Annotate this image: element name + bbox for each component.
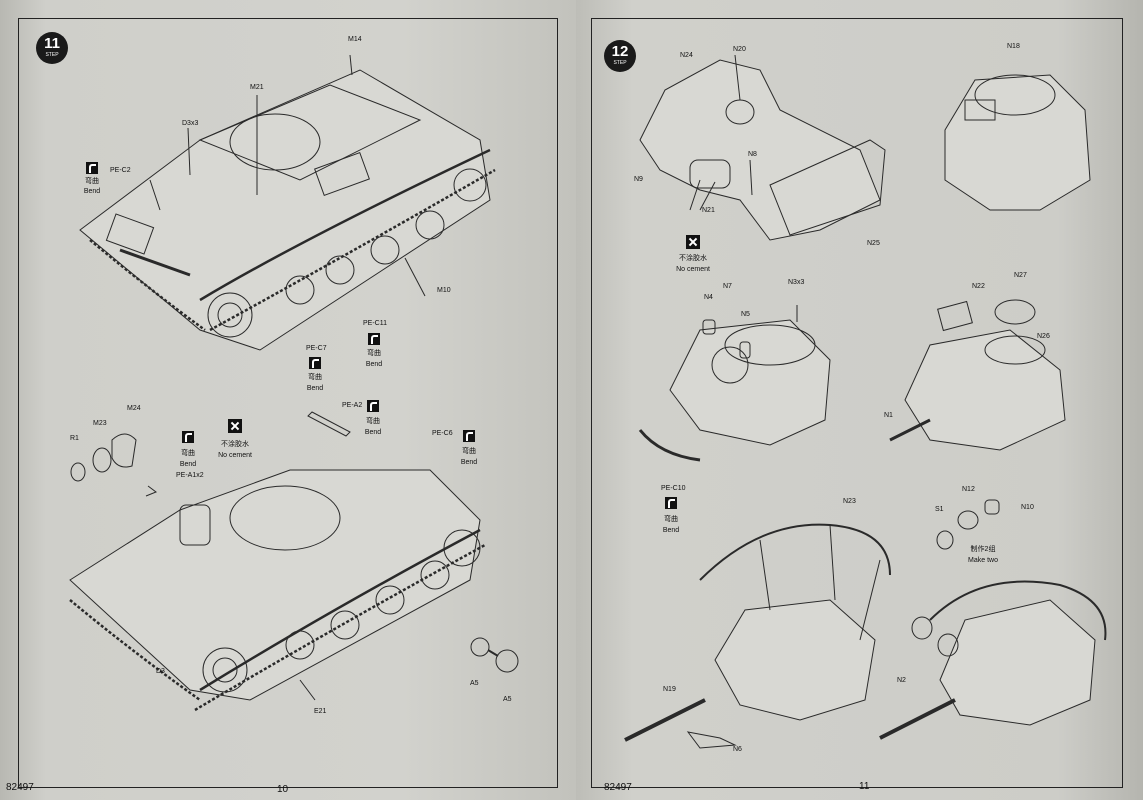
part-label-d3x3: D3x3 [182,120,199,127]
turret-antenna-rail-drawing [624,523,891,749]
bend-en: Bend [364,429,382,436]
part-label-n19: N19 [663,686,676,693]
part-label-n22: N22 [972,283,985,290]
no-cement-icon [228,419,242,433]
no-cement-en: No cement [676,266,710,273]
page-frame-right [591,18,1123,788]
part-label-pea2: PE-A2 [342,402,363,409]
part-label-pec7: PE-C7 [306,345,327,352]
turret-assembled-drawing-1 [944,74,1091,211]
part-label-pea1x2: PE-A1x2 [176,472,204,479]
tank-lower-drawing [69,411,519,712]
part-label-n23: N23 [843,498,856,505]
bend-cn: 弯曲 [366,418,380,425]
tank-upper-drawing [79,54,496,351]
bend-en: Bend [460,459,478,466]
part-label-n20: N20 [733,46,746,53]
bend-cn: 弯曲 [181,450,195,457]
bend-cn: 弯曲 [367,350,381,357]
part-label-pec2: PE-C2 [110,167,131,174]
no-cement-en: No cement [218,452,252,459]
bend-icon [367,400,379,412]
part-label-d3: D3 [156,668,165,675]
bend-cn: 弯曲 [664,516,678,523]
part-label-n24: N24 [680,52,693,59]
bend-cn: 弯曲 [462,448,476,455]
no-cement-icon [686,235,700,249]
part-label-a5: A5 [470,680,479,687]
bend-en: Bend [179,461,197,468]
part-label-n6: N6 [733,746,742,753]
product-code-left: 82497 [6,782,34,793]
part-label-r1: R1 [70,435,79,442]
part-label-m23: M23 [93,420,107,427]
part-label-n21: N21 [702,207,715,214]
part-label-n2: N2 [897,677,906,684]
bend-en: Bend [662,527,680,534]
turret-assembled-drawing-3 [889,299,1066,451]
part-label-n1: N1 [884,412,893,419]
part-label-n4: N4 [704,294,713,301]
no-cement-cn: 不涂胶水 [221,441,249,448]
part-label-m14: M14 [348,36,362,43]
part-label-e21: E21 [314,708,327,715]
bend-en: Bend [365,361,383,368]
no-cement-cn: 不涂胶水 [679,255,707,262]
part-label-n3x3: N3x3 [788,279,805,286]
turret-final-drawing [879,499,1107,740]
part-label-n8: N8 [748,151,757,158]
part-label-m21: M21 [250,84,264,91]
part-label-n12: N12 [962,486,975,493]
part-label-pec6: PE-C6 [432,430,453,437]
part-label-pec11: PE-C11 [363,320,387,327]
bend-icon [463,430,475,442]
part-label-n27: N27 [1014,272,1027,279]
part-label-m10: M10 [437,287,451,294]
part-label-n18: N18 [1007,43,1020,50]
page-number-right: 11 [859,781,870,792]
make-two-en: Make two [968,557,998,564]
page-number-left: 10 [277,784,289,795]
part-label-a5: A5 [503,696,512,703]
bend-icon [182,431,194,443]
part-label-pec10: PE-C10 [661,485,686,492]
bend-cn: 弯曲 [308,374,322,381]
page-frame-left [18,18,558,788]
bend-en: Bend [83,188,101,195]
part-label-n5: N5 [741,311,750,318]
turret-assembled-drawing-2 [638,305,831,462]
turret-shell-drawing [639,54,886,241]
part-label-n26: N26 [1037,333,1050,340]
part-label-n10: N10 [1021,504,1034,511]
bend-en: Bend [306,385,324,392]
part-label-n9: N9 [634,176,643,183]
bend-cn: 弯曲 [85,178,99,185]
part-label-s1: S1 [935,506,944,513]
bend-icon [665,497,677,509]
bend-icon [309,357,321,369]
part-label-n25: N25 [867,240,880,247]
part-label-n7: N7 [723,283,732,290]
bend-icon [86,162,98,174]
bend-icon [368,333,380,345]
product-code-right: 82497 [604,782,632,793]
part-label-m24: M24 [127,405,141,412]
make-two-cn: 制作2组 [970,546,996,553]
